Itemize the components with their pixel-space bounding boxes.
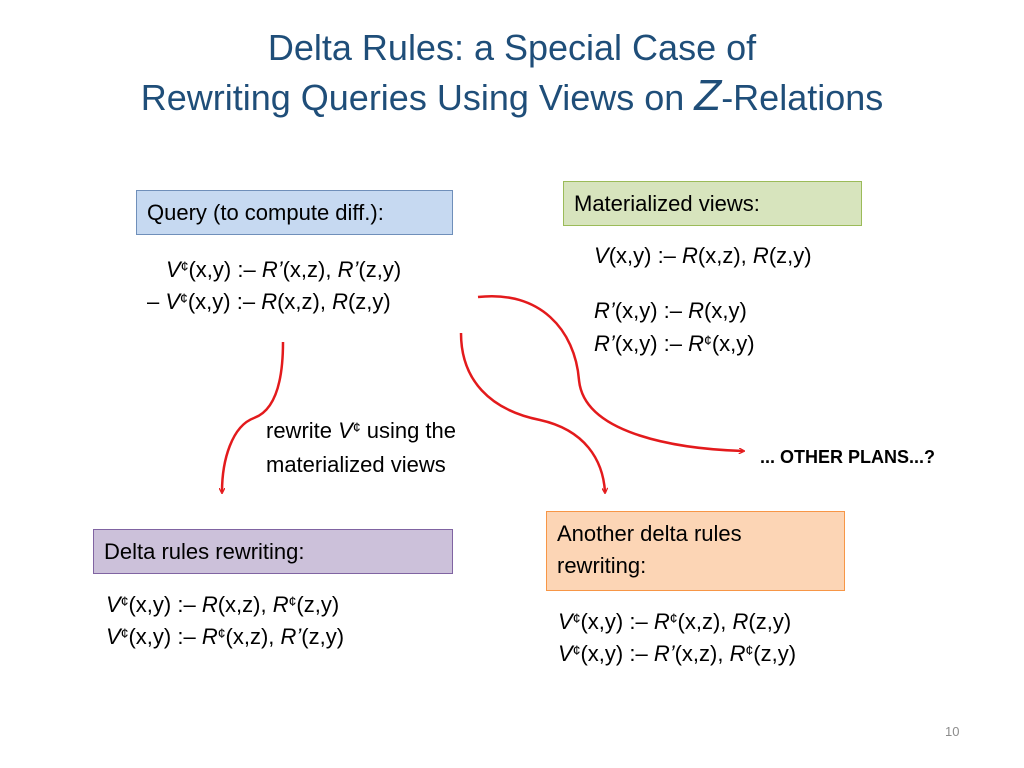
arrow-to-other-plans (477, 294, 743, 451)
title-line-2-suffix: -Relations (721, 77, 884, 118)
rule-body-args: (x,z), (282, 257, 338, 282)
rule-body-relation: R (272, 592, 289, 617)
rewrite-label: rewrite V¢ using the materialized views (266, 414, 456, 482)
rule-body-relation: R (653, 609, 670, 634)
query-rule-2: – V¢(x,y) :– R(x,z), R(z,y) (147, 286, 391, 318)
rule-head-sup: ¢ (572, 610, 581, 626)
rule-body-args: (z,y) (296, 592, 340, 617)
rule-body-args: (x,y) (704, 298, 747, 323)
another-rule-2: V¢(x,y) :– R’(x,z), R¢(z,y) (558, 638, 796, 670)
rule-body-relation: R’ (337, 257, 359, 282)
rule-body-args: (z,y) (753, 641, 797, 666)
rule-head-sup: ¢ (180, 258, 189, 274)
another-delta-box: Another delta rules rewriting: (546, 511, 845, 591)
rule-body-relation: R (729, 641, 746, 666)
slide-title: Delta Rules: a Special Case of Rewriting… (0, 24, 1024, 122)
materialized-rule-1: V(x,y) :– R(x,z), R(z,y) (594, 240, 812, 272)
rule-body-sup: ¢ (217, 625, 226, 641)
rule-body-relation: R’ (280, 624, 302, 649)
rule-head-args: (x,y) :– (128, 592, 202, 617)
rule-body-args: (z,y) (358, 257, 402, 282)
rule-head-args: (x,y) :– (580, 641, 654, 666)
query-rule-1: V¢(x,y) :– R’(x,z), R’(z,y) (166, 254, 401, 286)
rule-body-args: (z,y) (768, 243, 812, 268)
materialized-rule-2: R’(x,y) :– R(x,y) (594, 295, 747, 327)
page-number: 10 (945, 724, 960, 739)
rule-body-sup: ¢ (288, 593, 297, 609)
rule-body-relation: R (682, 243, 698, 268)
rewrite-label-line-2: materialized views (266, 452, 446, 477)
another-rule-1: V¢(x,y) :– R¢(x,z), R(z,y) (558, 606, 791, 638)
arrow-to-delta-rules (222, 341, 285, 492)
rewrite-label-rest: using the (360, 418, 457, 443)
rule-head: R’ (594, 331, 615, 356)
rule-head: V (558, 609, 573, 634)
rule-head: V (106, 592, 121, 617)
title-line-2: Rewriting Queries Using Views on Z-Relat… (0, 72, 1024, 122)
rule-head-args: (x,y) :– (128, 624, 202, 649)
rule-body-args: (x,z), (225, 624, 281, 649)
rule-head-args: (x,y) :– (188, 257, 262, 282)
rule-body-relation: R (688, 298, 705, 323)
rule-body-args: (z,y) (748, 609, 792, 634)
delta-rules-box: Delta rules rewriting: (93, 529, 453, 574)
rewrite-label-sup: ¢ (352, 419, 361, 435)
rule-body-args: (x,z), (677, 609, 733, 634)
rule-head: R’ (594, 298, 615, 323)
rule-body-sup: ¢ (704, 332, 712, 348)
rule-head-sup: ¢ (572, 642, 581, 658)
rule-body-sup: ¢ (745, 642, 754, 658)
rule-head-args: (x,y) :– (614, 298, 689, 323)
rule-body-relation: R (261, 289, 278, 314)
rule-head-args: (x,y) :– (608, 243, 683, 268)
rule-body-relation: R (752, 243, 769, 268)
query-box: Query (to compute diff.): (136, 190, 453, 235)
rewrite-label-v: V (338, 418, 353, 443)
other-plans-label: ... OTHER PLANS...? (760, 447, 936, 467)
rule-prefix: – (147, 289, 166, 314)
delta-rule-1: V¢(x,y) :– R(x,z), R¢(z,y) (106, 589, 339, 621)
rule-head: V (106, 624, 121, 649)
rule-head-sup: ¢ (120, 593, 129, 609)
rule-head: V (594, 243, 609, 268)
rule-head-args: (x,y) :– (187, 289, 262, 314)
rule-head-args: (x,y) :– (580, 609, 654, 634)
rule-body-relation: R (201, 624, 218, 649)
title-line-2-text: Rewriting Queries Using Views on (140, 77, 695, 118)
arrow-to-another-delta (459, 332, 605, 492)
materialized-views-box: Materialized views: (563, 181, 862, 226)
rule-body-relation: R (201, 592, 218, 617)
rule-head: V (166, 257, 181, 282)
rule-body-relation: R (732, 609, 749, 634)
materialized-rule-3: R’(x,y) :– R¢(x,y) (594, 328, 755, 360)
rule-body-args: (x,z), (697, 243, 753, 268)
rule-body-relation: R (332, 289, 348, 314)
rule-body-args: (z,y) (301, 624, 345, 649)
rule-body-relation: R’ (261, 257, 283, 282)
rule-head-sup: ¢ (120, 625, 129, 641)
rule-body-args: (x,z), (217, 592, 273, 617)
rule-body-args: (x,z), (674, 641, 730, 666)
rule-head-sup: ¢ (180, 290, 188, 306)
rule-head-args: (x,y) :– (614, 331, 689, 356)
rule-body-args: (x,y) (711, 331, 755, 356)
rule-body-relation: R (688, 331, 705, 356)
delta-rule-2: V¢(x,y) :– R¢(x,z), R’(z,y) (106, 621, 344, 653)
rule-body-args: (x,z), (277, 289, 333, 314)
rewrite-label-word: rewrite (266, 418, 339, 443)
rule-body-sup: ¢ (669, 610, 678, 626)
rule-head: V (165, 289, 181, 314)
rule-body-relation: R’ (653, 641, 675, 666)
rule-body-args: (z,y) (347, 289, 391, 314)
rewrite-label-line-1: rewrite V¢ using the (266, 414, 456, 448)
rule-head: V (558, 641, 573, 666)
title-line-1: Delta Rules: a Special Case of (267, 27, 757, 68)
title-z-symbol: Z (694, 71, 722, 120)
